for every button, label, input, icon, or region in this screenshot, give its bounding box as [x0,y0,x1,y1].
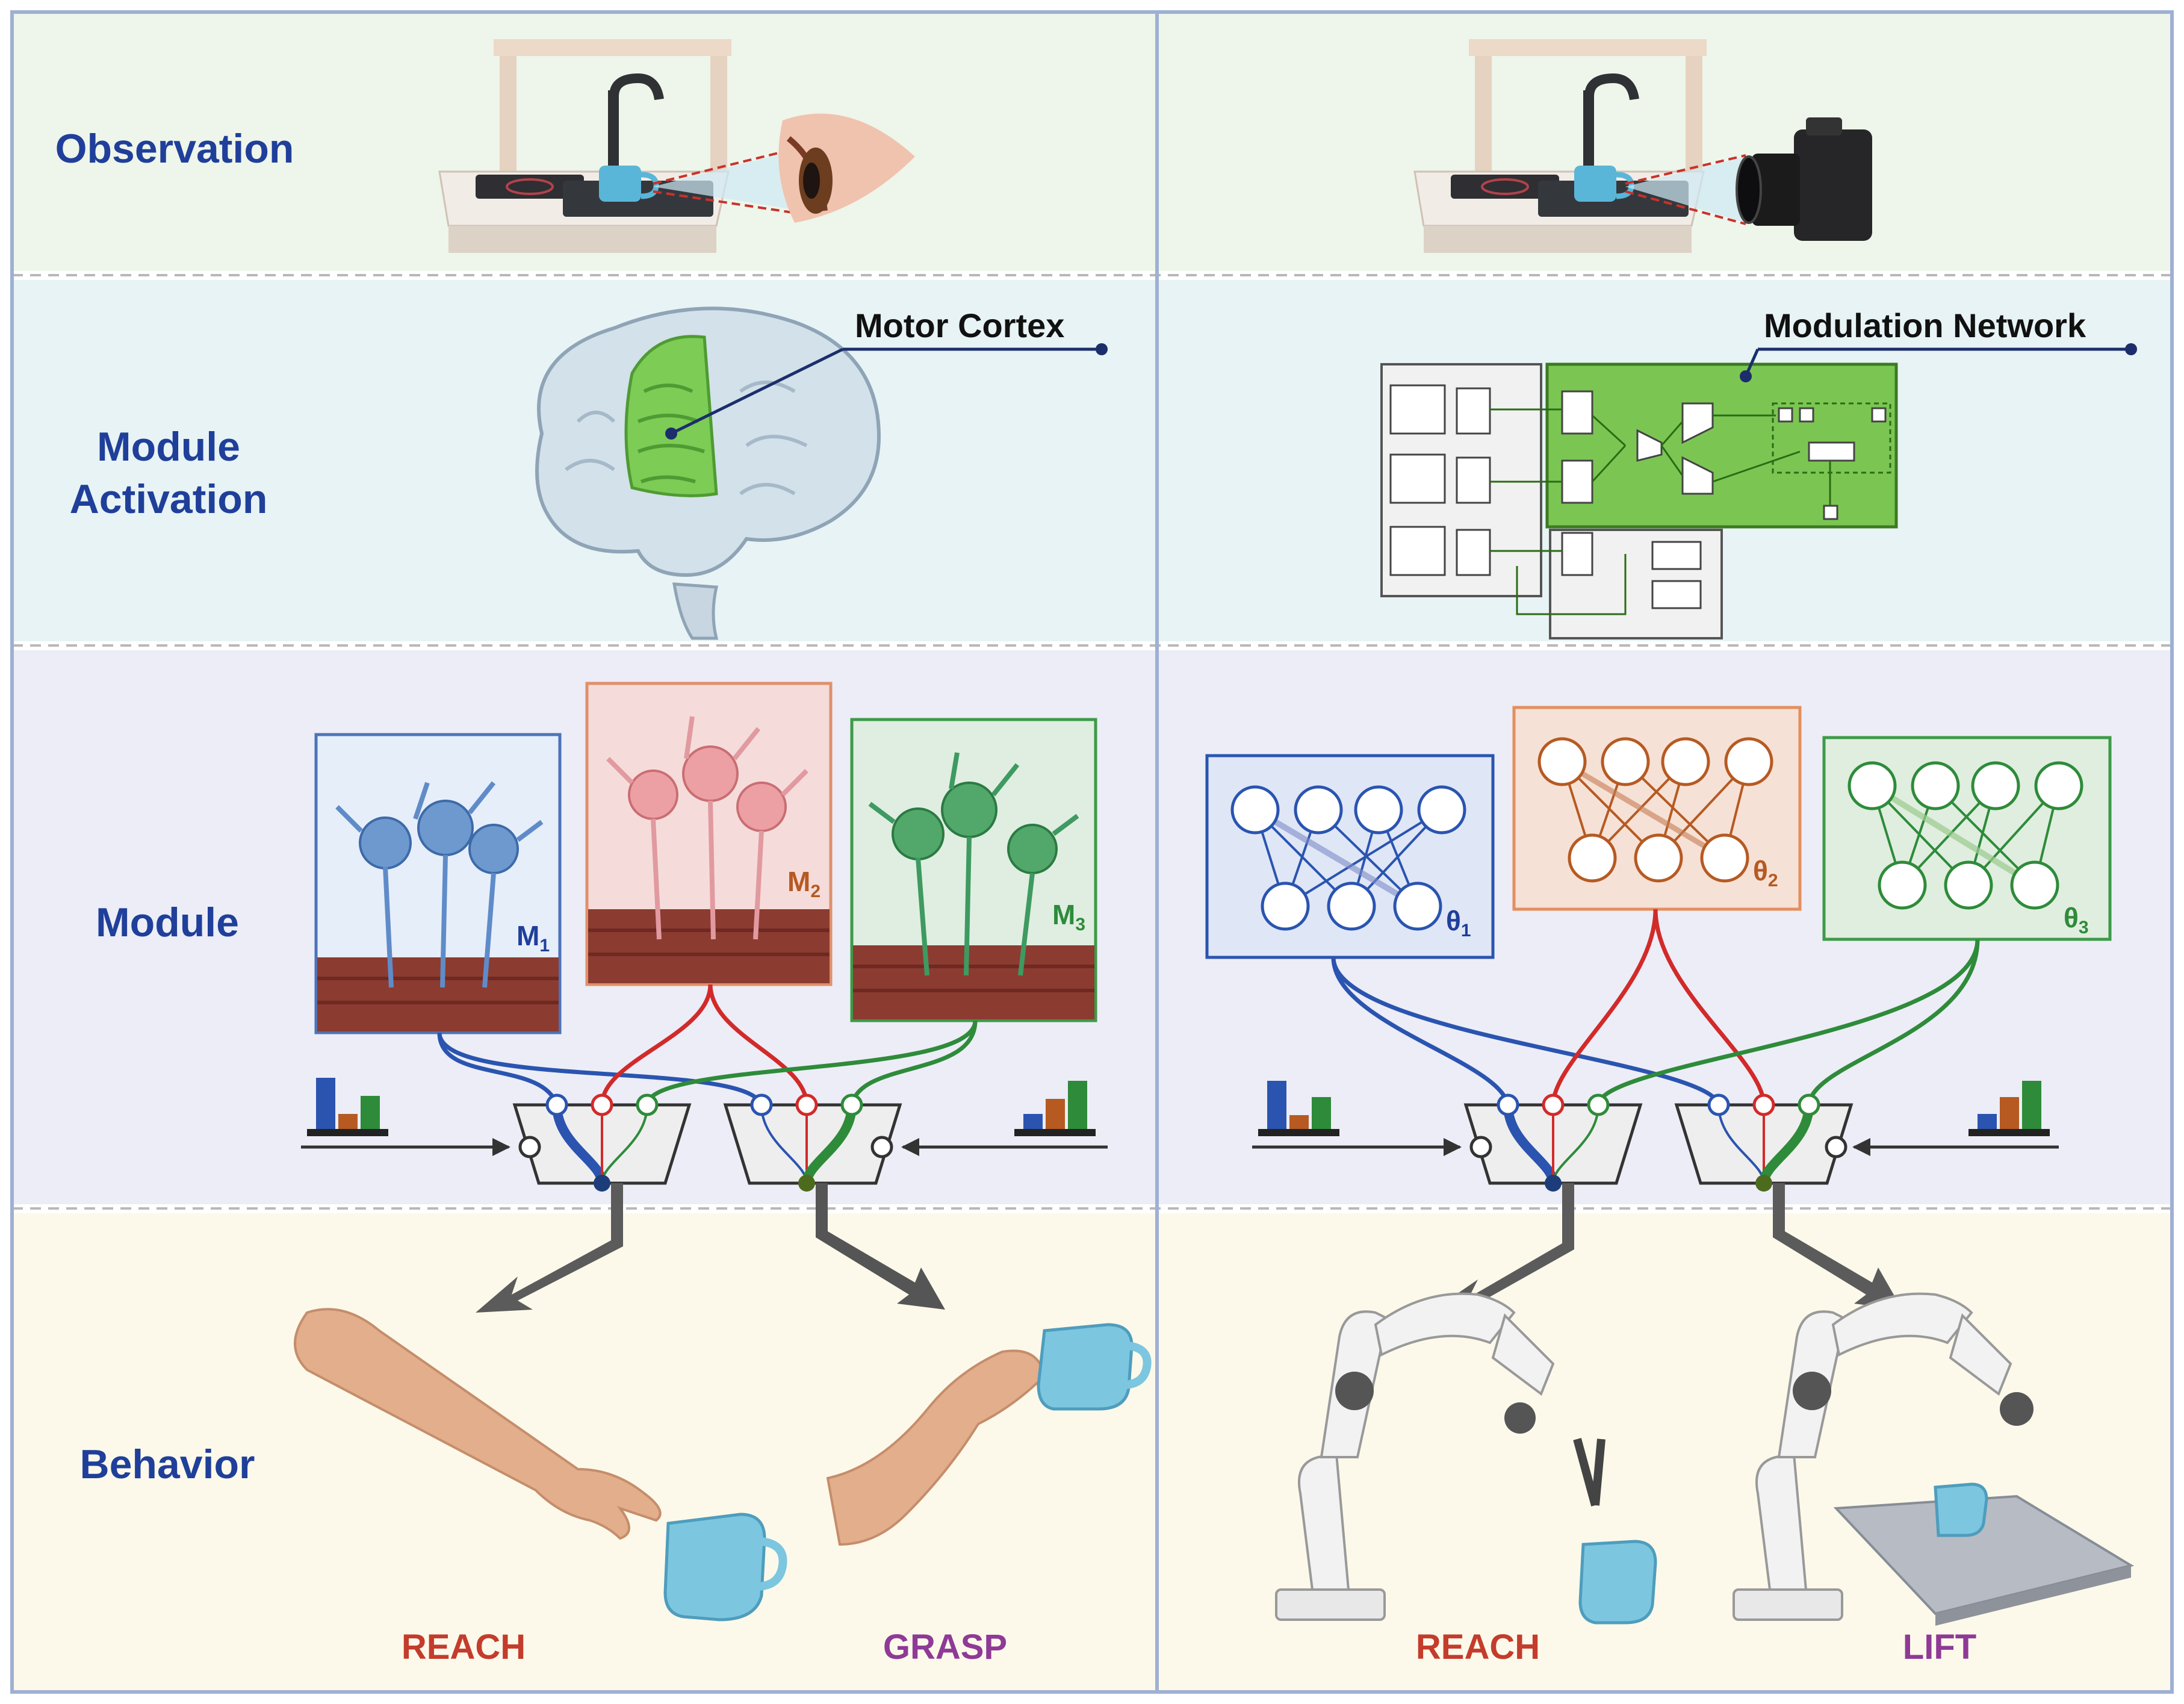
module-label-m1: M1 [517,920,550,956]
network-module-1: θ1 [1205,754,1495,959]
module-label-theta1: θ1 [1446,905,1471,941]
module-label-theta3: θ3 [2064,902,2089,938]
neuron-module-1: M1 [314,733,562,1034]
modulation-network-label: Modulation Network [1764,306,2086,344]
row-label-activation-line2: Activation [70,476,268,522]
weight-bars-left-1 [301,1078,510,1156]
action-label-reach-right: REACH [1416,1628,1540,1667]
module-label-m3: M3 [1052,899,1085,934]
row-label-observation: Observation [55,126,294,172]
action-label-lift: LIFT [1903,1628,1976,1667]
network-module-3: θ3 [1822,736,2112,941]
neuron-module-3: M3 [850,718,1097,1022]
router-left-grasp [723,1093,902,1192]
robot-arm-lift: LIFT [1733,1292,2135,1667]
behavior-band [12,1213,2172,1692]
module-label-theta2: θ2 [1753,855,1778,891]
router-right-reach [1463,1093,1643,1192]
weight-bars-right-2 [1852,1081,2059,1156]
modulation-callout: Modulation Network [1740,306,2137,382]
module-label-m2: M2 [787,866,821,901]
motor-cortex-label: Motor Cortex [855,306,1064,344]
network-module-2: θ2 [1512,706,1802,911]
row-label-module-line1: Module [97,424,240,470]
outer-frame [10,10,2174,1694]
weight-bars-left-2 [901,1081,1108,1156]
camera-icon [1625,117,1872,241]
kitchen-left [438,39,731,253]
modulation-network-diagram: Modulation Network [1380,306,2137,639]
row-label-behavior: Behavior [80,1441,255,1487]
motor-cortex-callout: Motor Cortex [665,306,1108,440]
action-label-grasp: GRASP [883,1628,1007,1667]
row-label-module: Module [96,900,239,945]
neuron-module-2: M2 [585,682,833,986]
action-label-reach-left: REACH [402,1628,526,1667]
human-arm-reach: REACH [294,1308,787,1667]
router-right-lift [1674,1093,1854,1192]
routing-wires-left [437,984,978,1106]
eye-icon [653,113,915,223]
weight-bars-right-1 [1252,1081,1462,1156]
human-arm-grasp: GRASP [826,1323,1152,1667]
routing-wires-right [1331,909,1980,1106]
robot-arm-reach: REACH [1275,1292,1657,1667]
router-left-reach [512,1093,692,1192]
